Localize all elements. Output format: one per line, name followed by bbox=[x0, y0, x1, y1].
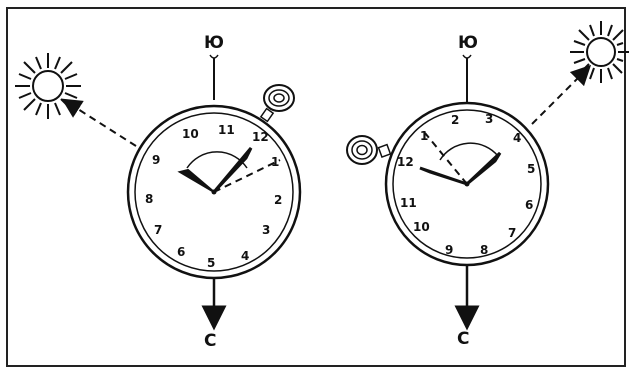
right-numeral: 8 bbox=[480, 243, 488, 257]
right-numeral: 12 bbox=[397, 155, 414, 169]
right-center-pin bbox=[465, 182, 470, 187]
right-top-label: Ю bbox=[458, 33, 478, 53]
right-numeral: 11 bbox=[400, 196, 417, 210]
left-numeral: 10 bbox=[182, 127, 199, 141]
left-numeral: 3 bbox=[262, 223, 270, 237]
right-numeral: 9 bbox=[445, 243, 453, 257]
right-numeral: 10 bbox=[413, 220, 430, 234]
left-numeral: 5 bbox=[207, 256, 215, 270]
right-numeral: 2 bbox=[451, 113, 459, 127]
left-numeral: 6 bbox=[177, 245, 185, 259]
left-numeral: 2 bbox=[274, 193, 282, 207]
right-numeral: 7 bbox=[508, 226, 516, 240]
left-numeral: 1 bbox=[271, 155, 279, 169]
left-numeral: 8 bbox=[145, 192, 153, 206]
left-numeral: 11 bbox=[218, 123, 235, 137]
left-numeral: 4 bbox=[241, 249, 249, 263]
right-bottom-label: С bbox=[457, 329, 469, 349]
left-bottom-label: С bbox=[204, 331, 216, 351]
right-numeral: 3 bbox=[485, 112, 493, 126]
left-numeral: 9 bbox=[152, 153, 160, 167]
left-numeral: 7 bbox=[154, 223, 162, 237]
left-center-pin bbox=[212, 190, 217, 195]
left-sun-icon bbox=[15, 53, 81, 119]
right-numeral: 5 bbox=[527, 162, 535, 176]
left-numeral: 12 bbox=[252, 130, 269, 144]
right-numeral: 4 bbox=[513, 131, 521, 145]
right-numeral: 6 bbox=[525, 198, 533, 212]
left-top-label: Ю bbox=[204, 33, 224, 53]
